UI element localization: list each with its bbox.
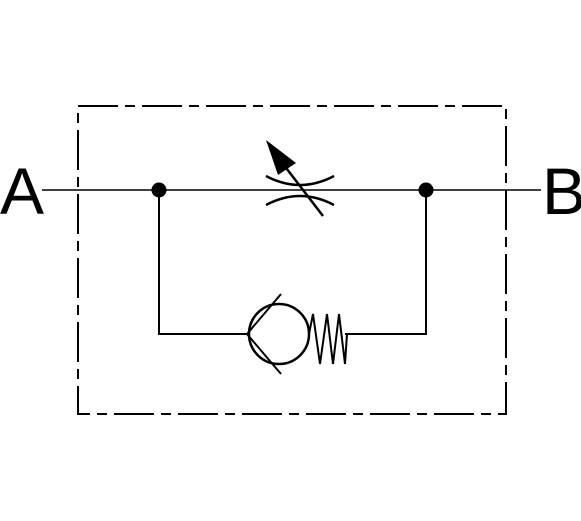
- port-b-label: B: [542, 154, 581, 228]
- bypass-line-return: [345, 190, 427, 335]
- spring-icon: [308, 313, 348, 365]
- spring-check-valve-icon: [245, 293, 348, 375]
- valve-enclosure: [77, 105, 507, 415]
- bypass-line: [158, 190, 247, 335]
- adjustable-throttle-icon: [265, 140, 335, 217]
- port-a-label: A: [0, 154, 44, 228]
